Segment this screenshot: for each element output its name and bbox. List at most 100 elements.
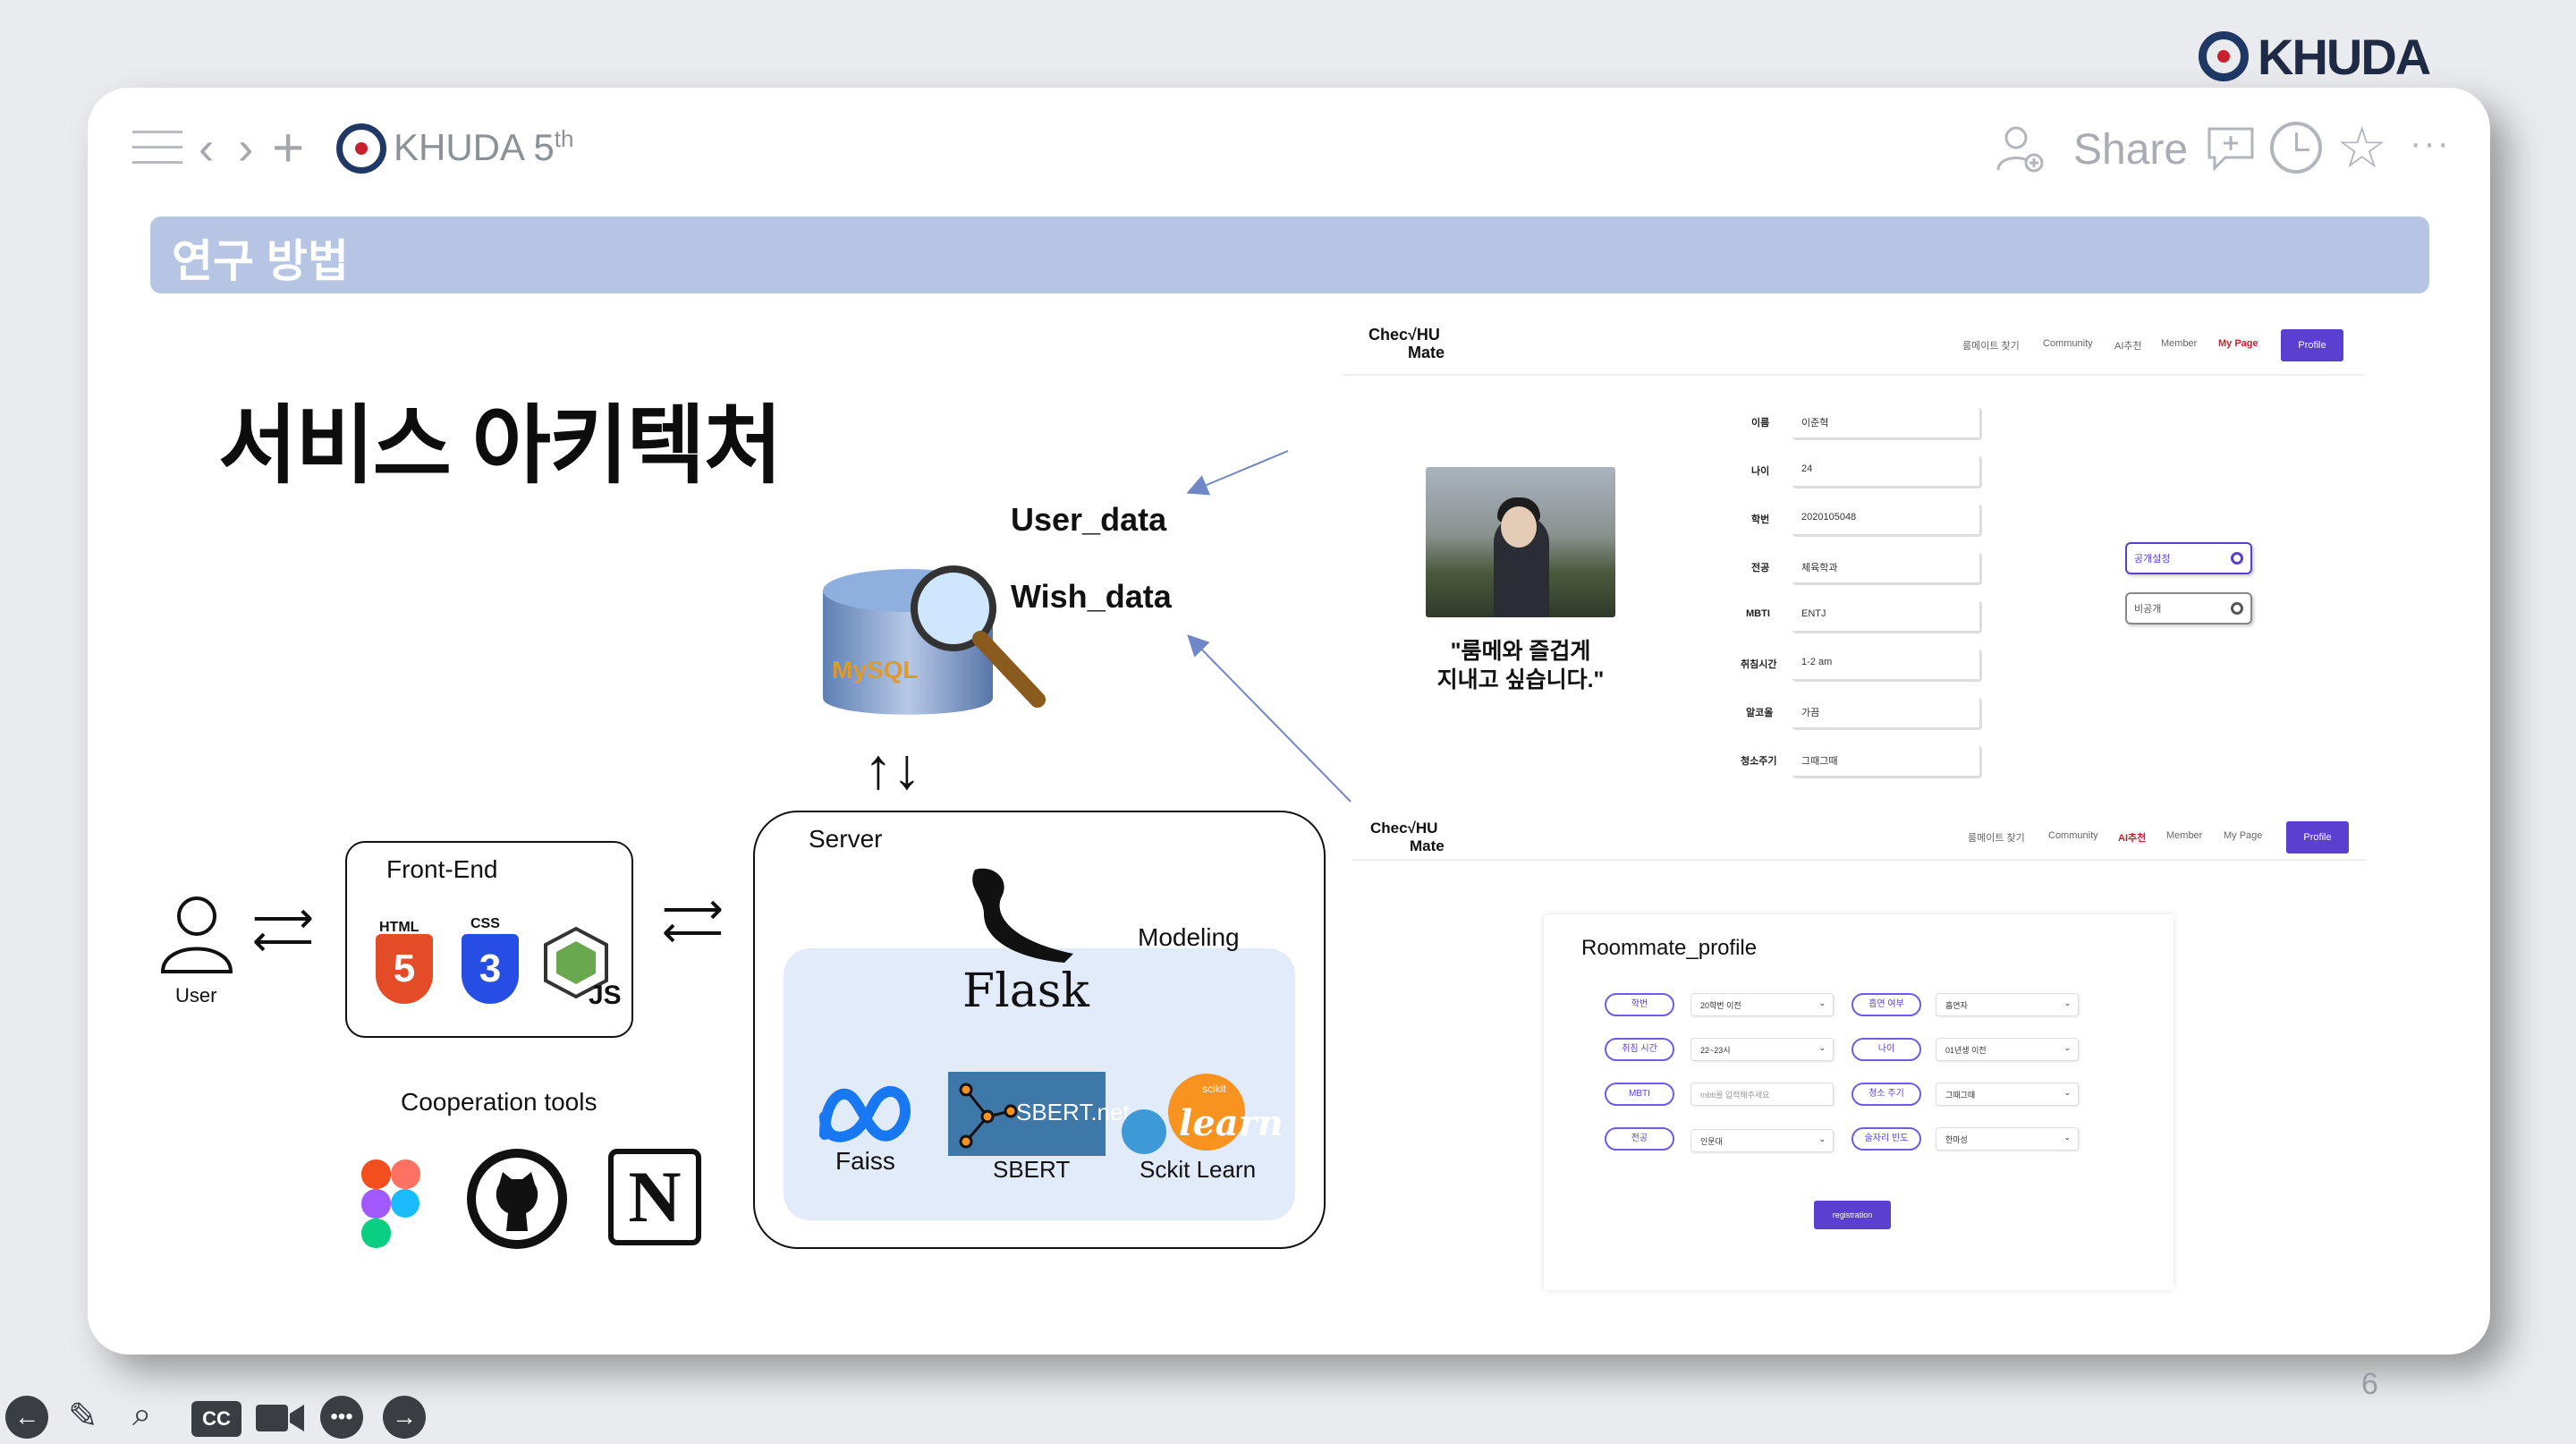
khuda-brand-logo: KHUDA [2199,25,2449,88]
faiss-label: Faiss [835,1147,895,1175]
share-button[interactable]: Share [2073,126,2189,174]
section-title: 연구 방법 [172,236,349,286]
nav-member[interactable]: Member [2166,830,2203,841]
sklearn-logo-text: learn [1179,1102,1284,1144]
sklearn-label: Sckit Learn [1140,1156,1257,1183]
nav-ai-recommend[interactable]: AI추천 [2118,833,2147,844]
field-value[interactable]: 그때그때 [1792,746,1982,778]
sbert-logo [948,1072,1106,1156]
nav-community[interactable]: Community [2048,830,2098,841]
filter-pill[interactable]: 술자리 빈도 [1852,1127,1921,1151]
nav-ai-recommend[interactable]: AI추천 [2114,341,2142,352]
field-label: 취침시간 [1741,659,1777,670]
filter-pill[interactable]: 학번 [1605,993,1674,1016]
cooperation-tools-label: Cooperation tools [401,1088,597,1116]
filter-select[interactable]: 20학번 이전⌄ [1690,993,1834,1016]
filter-select[interactable]: 한마성⌄ [1936,1127,2079,1151]
filter-pill[interactable]: 흡연 여부 [1852,993,1921,1016]
forward-icon[interactable]: › [238,123,254,174]
add-collaborator-icon[interactable] [1993,122,2046,175]
video-icon[interactable] [256,1401,304,1435]
css3-icon: 3 [462,934,519,1004]
star-icon[interactable]: ☆ [2336,115,2388,180]
field-label: 이름 [1751,418,1770,429]
khuda-small-logo-icon [336,123,386,174]
roommate-profile-title: Roommate_profile [1581,936,1758,960]
nav-community[interactable]: Community [2043,338,2093,349]
nav-my-page[interactable]: My Page [2224,830,2263,841]
css-label: CSS [470,916,500,931]
filter-pill[interactable]: 청소 주기 [1852,1083,1921,1106]
history-clock-icon[interactable] [2270,122,2322,174]
mbti-input[interactable]: mbti를 입력해주세요 [1690,1083,1834,1106]
svg-text:JS: JS [589,981,621,1006]
more-icon[interactable]: ··· [2410,123,2451,163]
db-server-arrows: ↑↓ [864,736,921,801]
modeling-label: Modeling [1138,923,1240,951]
nav-divider [1343,374,2363,376]
filter-select[interactable]: 01년생 이전⌄ [1936,1038,2079,1061]
more-options-icon[interactable]: ••• [320,1396,363,1439]
previous-slide-icon[interactable]: ← [5,1396,48,1439]
add-icon[interactable]: + [272,117,305,179]
filter-pill[interactable]: MBTI [1605,1083,1674,1106]
nav-my-page[interactable]: My Page [2218,338,2258,349]
profile-quote: "룸메와 즐겁게 지내고 싶습니다." [1436,639,1605,692]
meta-faiss-icon [819,1086,911,1142]
nav-find-roommate[interactable]: 룸메이트 찾기 [1962,341,2020,352]
sklearn-icon-left [1122,1109,1166,1154]
filter-select[interactable]: 22~23시⌄ [1690,1038,1834,1061]
server-box [753,811,1326,1249]
brand-name: KHUDA [2258,28,2431,85]
field-value[interactable]: 가끔 [1792,698,1982,730]
page-number: 6 [2361,1367,2378,1401]
field-label: MBTI [1746,608,1770,619]
nav-member[interactable]: Member [2161,338,2198,349]
user-data-label: User_data [1011,501,1167,538]
frontend-box [345,841,633,1038]
nav-find-roommate[interactable]: 룸메이트 찾기 [1968,833,2025,844]
field-value[interactable]: 1-2 am [1792,650,1982,682]
nodejs-icon: JS [544,926,621,1006]
checkhu-logo: Chec√HU Mate [1368,326,1445,361]
field-value[interactable]: 24 [1792,456,1982,488]
filter-pill[interactable]: 취침 시간 [1605,1038,1674,1061]
pen-icon[interactable]: ✎ [68,1397,98,1436]
visibility-private-toggle[interactable]: 비공개 [2125,592,2252,624]
field-value[interactable]: 이준혁 [1792,408,1982,440]
field-label: 학번 [1751,514,1770,525]
visibility-public-toggle[interactable]: 공개설정 [2125,542,2252,574]
next-slide-icon[interactable]: → [383,1396,426,1439]
frontend-title: Front-End [386,855,498,883]
filter-pill[interactable]: 전공 [1605,1127,1674,1151]
registration-button[interactable]: registration [1814,1201,1891,1229]
profile-button[interactable]: Profile [2286,821,2349,854]
section-header-bar [150,217,2429,293]
checkhu-logo: Chec√HU Mate [1370,820,1445,854]
field-value[interactable]: 체육학과 [1792,553,1982,585]
filter-select[interactable]: 인문대⌄ [1690,1129,1834,1152]
zoom-icon[interactable]: ⌕ [132,1396,152,1433]
comment-icon[interactable] [2206,125,2256,172]
field-label: 청소주기 [1741,756,1777,767]
profile-button[interactable]: Profile [2281,329,2343,361]
back-icon[interactable]: ‹ [199,123,215,174]
filter-select[interactable]: 그때그때⌄ [1936,1083,2079,1106]
user-label: User [175,984,217,1007]
menu-icon[interactable] [132,131,182,166]
filter-pill[interactable]: 나이 [1852,1038,1921,1061]
flask-label: Flask [962,964,1089,1018]
server-title: Server [809,825,883,853]
filter-select[interactable]: 흡연자⌄ [1936,993,2079,1016]
wish-data-label: Wish_data [1011,578,1172,615]
field-value[interactable]: ENTJ [1792,601,1982,633]
notion-icon: N [608,1149,701,1245]
field-value[interactable]: 2020105048 [1792,505,1982,537]
sklearn-small-text: scikit [1202,1083,1226,1095]
nav-divider [1352,859,2367,861]
khuda-logo-icon [2199,31,2249,81]
magnifier-icon [911,565,1046,708]
document-title: KHUDA 5th [394,125,574,168]
mysql-label: MySQL [832,656,918,684]
captions-icon[interactable]: CC [191,1401,242,1437]
